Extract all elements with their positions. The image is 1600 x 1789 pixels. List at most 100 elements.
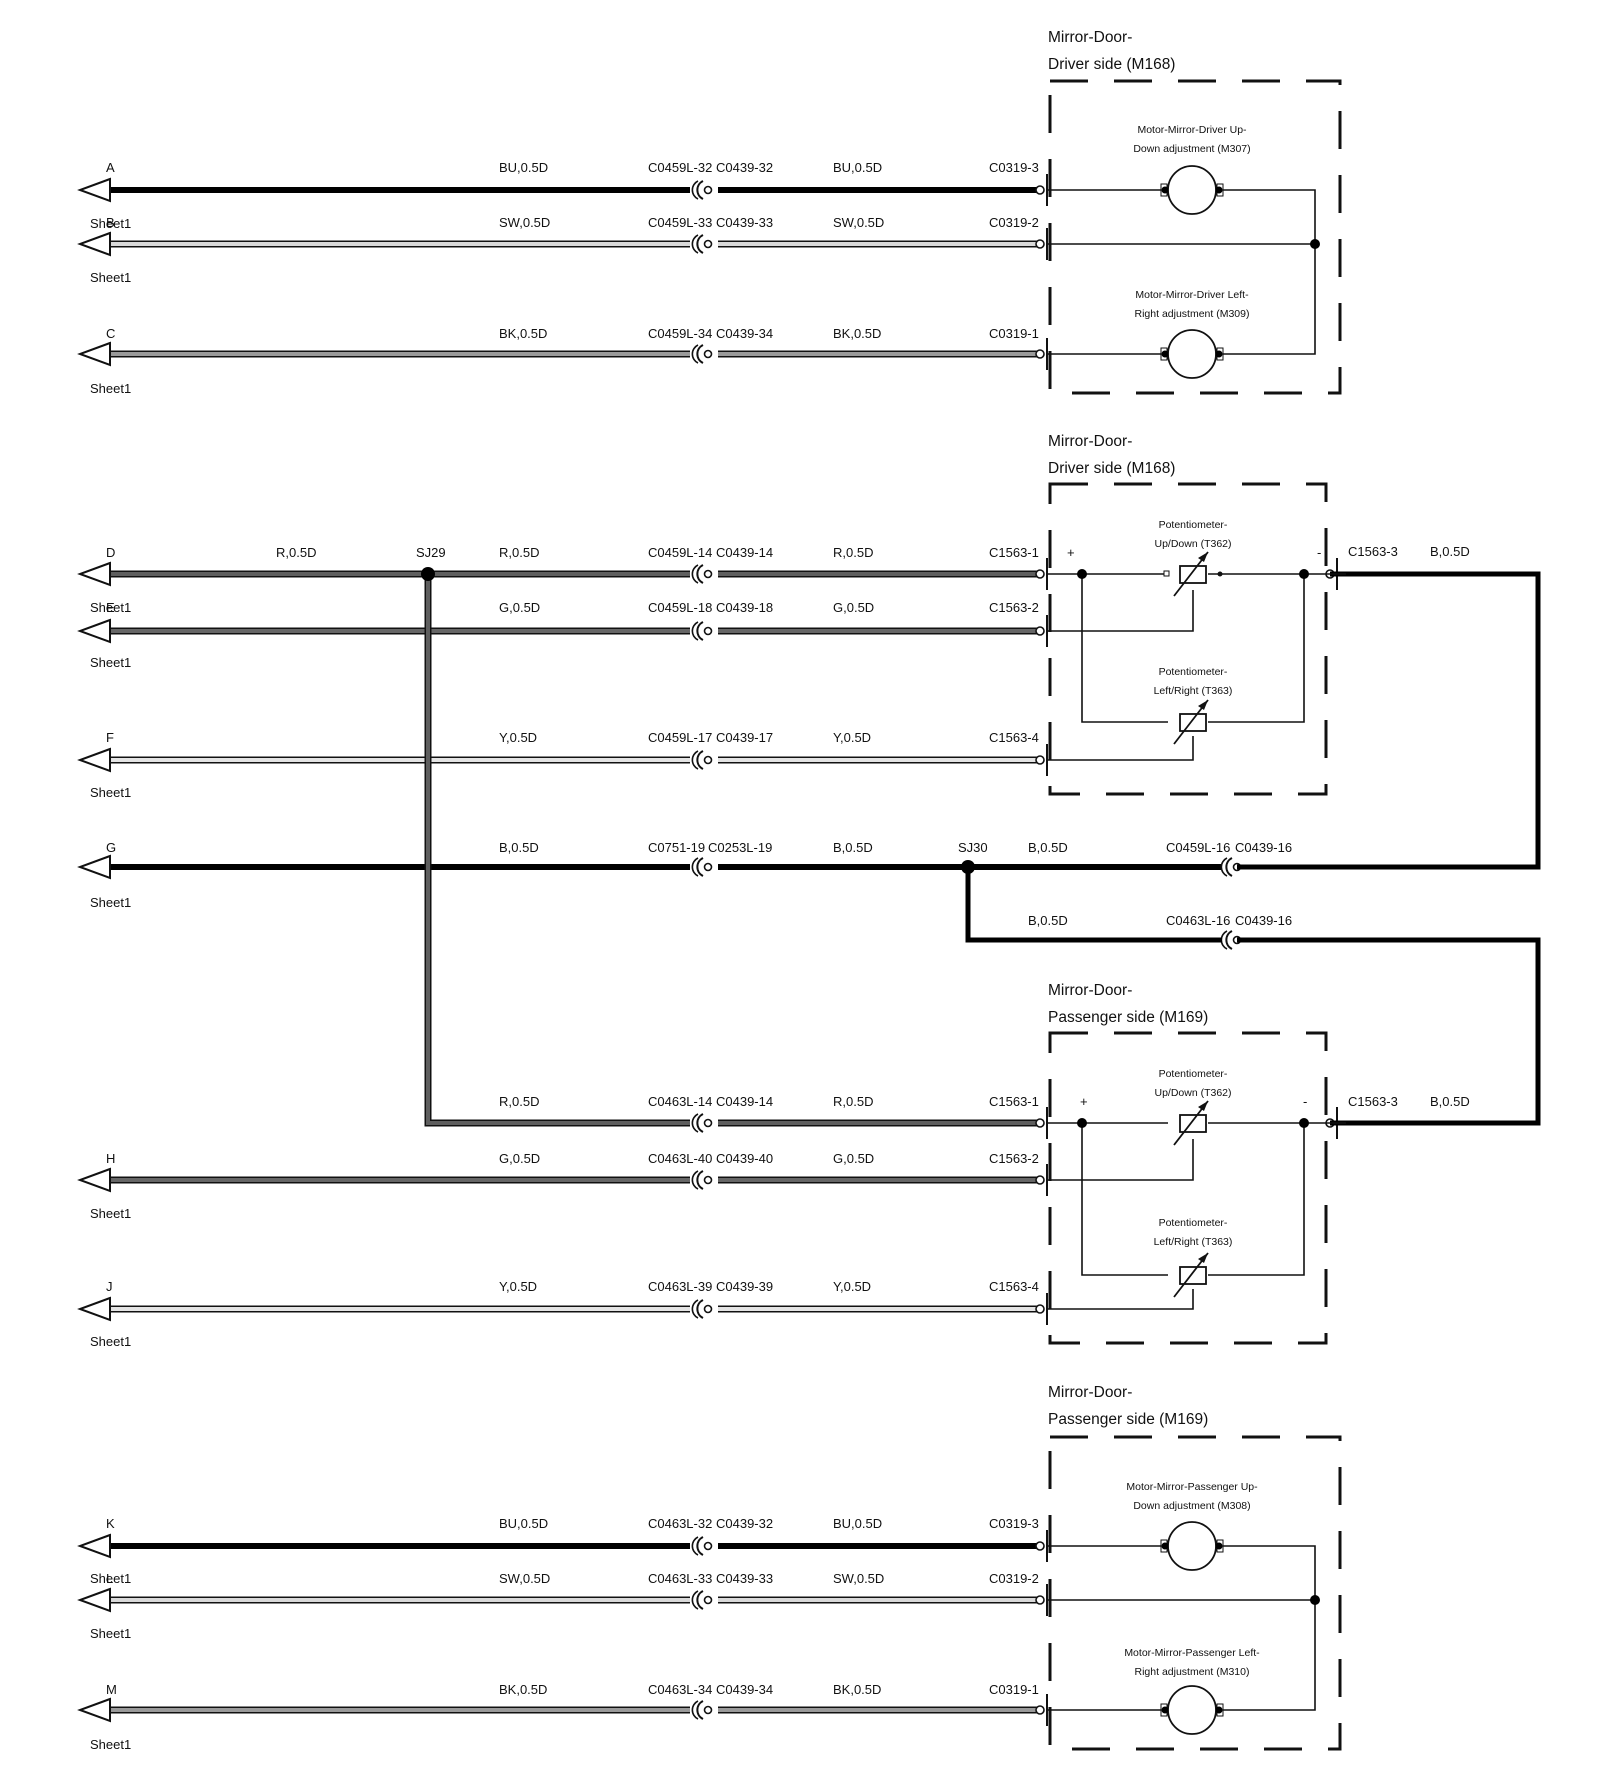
sheet-label: Sheet1 [90, 655, 131, 670]
wire-spec: Y,0.5D [833, 730, 871, 745]
m309-label: Motor-Mirror-Driver Left- [1135, 289, 1249, 301]
wire-spec: SW,0.5D [833, 1571, 884, 1586]
driver-pot-box [1048, 482, 1328, 796]
wire-B-arrow-icon [77, 231, 111, 257]
connector-label: C0439-34 [716, 326, 773, 341]
wire-spec: G,0.5D [499, 600, 540, 615]
connector-label: C0459L-33 [648, 215, 712, 230]
motor-m309: Motor-Mirror-Driver Left- Right adjustme… [1135, 289, 1249, 379]
passenger-pot-circuits: + - C1563-3 B,0.5D [1046, 1094, 1470, 1310]
pot-t362-driver: Potentiometer- Up/Down (T362) [1154, 519, 1232, 597]
plus-label: + [1067, 545, 1075, 560]
inline-F-pin-icon [703, 755, 713, 765]
connector-label: C0459L-32 [648, 160, 712, 175]
t362-driver-label: Potentiometer- [1159, 519, 1228, 531]
connector-label: C0319-3 [989, 160, 1039, 175]
t363-driver-label-2: Left/Right (T363) [1154, 685, 1233, 697]
inline-A-connector-icon [691, 180, 699, 200]
c0751-connector-icon [691, 857, 699, 877]
wire-spec: Y,0.5D [833, 1279, 871, 1294]
box-label-driver-motors: Mirror-Door- [1048, 29, 1132, 46]
box-label-driver-motors-2: Driver side (M168) [1048, 56, 1175, 73]
sheet-label: Sheet1 [90, 1334, 131, 1349]
potentiometer-icon [1179, 713, 1207, 732]
inline-A-connector-icon [696, 180, 704, 200]
connector-label: C0459L-34 [648, 326, 712, 341]
inline-B-connector-icon [691, 234, 699, 254]
wire-K-arrow-icon [77, 1533, 111, 1559]
minus-label: - [1303, 1094, 1307, 1109]
wire-spec: BK,0.5D [833, 326, 881, 341]
sj30-branch [965, 867, 1222, 943]
connector-label: C0463L-34 [648, 1682, 712, 1697]
ground-conn-label: C1563-3 [1348, 1094, 1398, 1109]
wire-id-C: C [106, 326, 115, 341]
sheet-label: Sheet1 [90, 216, 131, 231]
c0463l16-connector-icon [1225, 930, 1233, 950]
wire-A-arrow-icon [77, 177, 111, 203]
wire-spec: G,0.5D [833, 600, 874, 615]
wire-spec: SW,0.5D [499, 215, 550, 230]
motor-m308: Motor-Mirror-Passenger Up- Down adjustme… [1126, 1481, 1258, 1571]
wire-M-arrow-icon [77, 1697, 111, 1723]
inline-E-connector-icon [691, 621, 699, 641]
connector-label: C0439-32 [716, 160, 773, 175]
passenger-motor-circuits [1046, 1545, 1320, 1711]
connector-label: C0463L-16 [1166, 913, 1230, 928]
wire-id-F: F [106, 730, 114, 745]
m308-label: Motor-Mirror-Passenger Up- [1126, 1481, 1258, 1493]
end-M-terminal-pin-icon [1035, 1705, 1045, 1715]
m307-label-2: Down adjustment (M307) [1133, 143, 1250, 155]
m310-label-2: Right adjustment (M310) [1135, 1666, 1250, 1678]
sheet-label: Sheet1 [90, 1571, 131, 1586]
inline-L-pin-icon [703, 1595, 713, 1605]
inline-B-pin-icon [703, 239, 713, 249]
wire-L-arrow-icon [77, 1587, 111, 1613]
ground-and-splice-paths [421, 567, 1541, 1127]
inline-R2-connector-icon [696, 1113, 704, 1133]
inline-D-connector-icon [696, 564, 704, 584]
c0751-pin-icon [703, 862, 713, 872]
connector-label: C0459L-14 [648, 545, 712, 560]
end-H-terminal-pin-icon [1035, 1175, 1045, 1185]
end-A-terminal-pin-icon [1035, 185, 1045, 195]
connector-label: C0439-39 [716, 1279, 773, 1294]
passenger-pot-box [1048, 1031, 1328, 1345]
ground-loop-passenger [1237, 937, 1541, 1126]
wire-spec: BU,0.5D [833, 160, 882, 175]
wire-C-arrow-icon [77, 341, 111, 367]
sheet-label: Sheet1 [90, 600, 131, 615]
wire-spec: B,0.5D [499, 840, 539, 855]
wire-F-arrow-icon [77, 747, 111, 773]
wire-id-A: A [106, 160, 115, 175]
inline-M-connector-icon [691, 1700, 699, 1720]
end-B-terminal-pin-icon [1035, 239, 1045, 249]
connector-label: C0439-34 [716, 1682, 773, 1697]
sheet-label: Sheet1 [90, 1206, 131, 1221]
t362-driver-label-2: Up/Down (T362) [1154, 538, 1231, 550]
c0459l16-connector-icon [1220, 857, 1228, 877]
connector-label: C0439-40 [716, 1151, 773, 1166]
end-C-terminal-pin-icon [1035, 349, 1045, 359]
connector-label: C0439-18 [716, 600, 773, 615]
connector-label: C1563-2 [989, 600, 1039, 615]
pot-t363-passenger: Potentiometer- Left/Right (T363) [1154, 1217, 1232, 1298]
inline-K-connector-icon [691, 1536, 699, 1556]
box-label-pass-pots-2: Passenger side (M169) [1048, 1009, 1208, 1026]
inline-K-pin-icon [703, 1541, 713, 1551]
m308-label-2: Down adjustment (M308) [1133, 1500, 1250, 1512]
inline-E-connector-icon [696, 621, 704, 641]
connector-label: C0463L-32 [648, 1516, 712, 1531]
driver-motor-circuits [1046, 189, 1320, 355]
motor-m310: Motor-Mirror-Passenger Left- Right adjus… [1124, 1647, 1260, 1735]
splice-label: SJ29 [416, 545, 446, 560]
connector-label: C0459L-16 [1166, 840, 1230, 855]
splice-label: SJ30 [958, 840, 988, 855]
pot-t363-driver: Potentiometer- Left/Right (T363) [1154, 666, 1233, 745]
inline-M-pin-icon [703, 1705, 713, 1715]
inline-R2-connector-icon [691, 1113, 699, 1133]
ground-wire-label: B,0.5D [1430, 544, 1470, 559]
box-label-pass-motors-2: Passenger side (M169) [1048, 1411, 1208, 1428]
motor-icon [1167, 1521, 1217, 1571]
